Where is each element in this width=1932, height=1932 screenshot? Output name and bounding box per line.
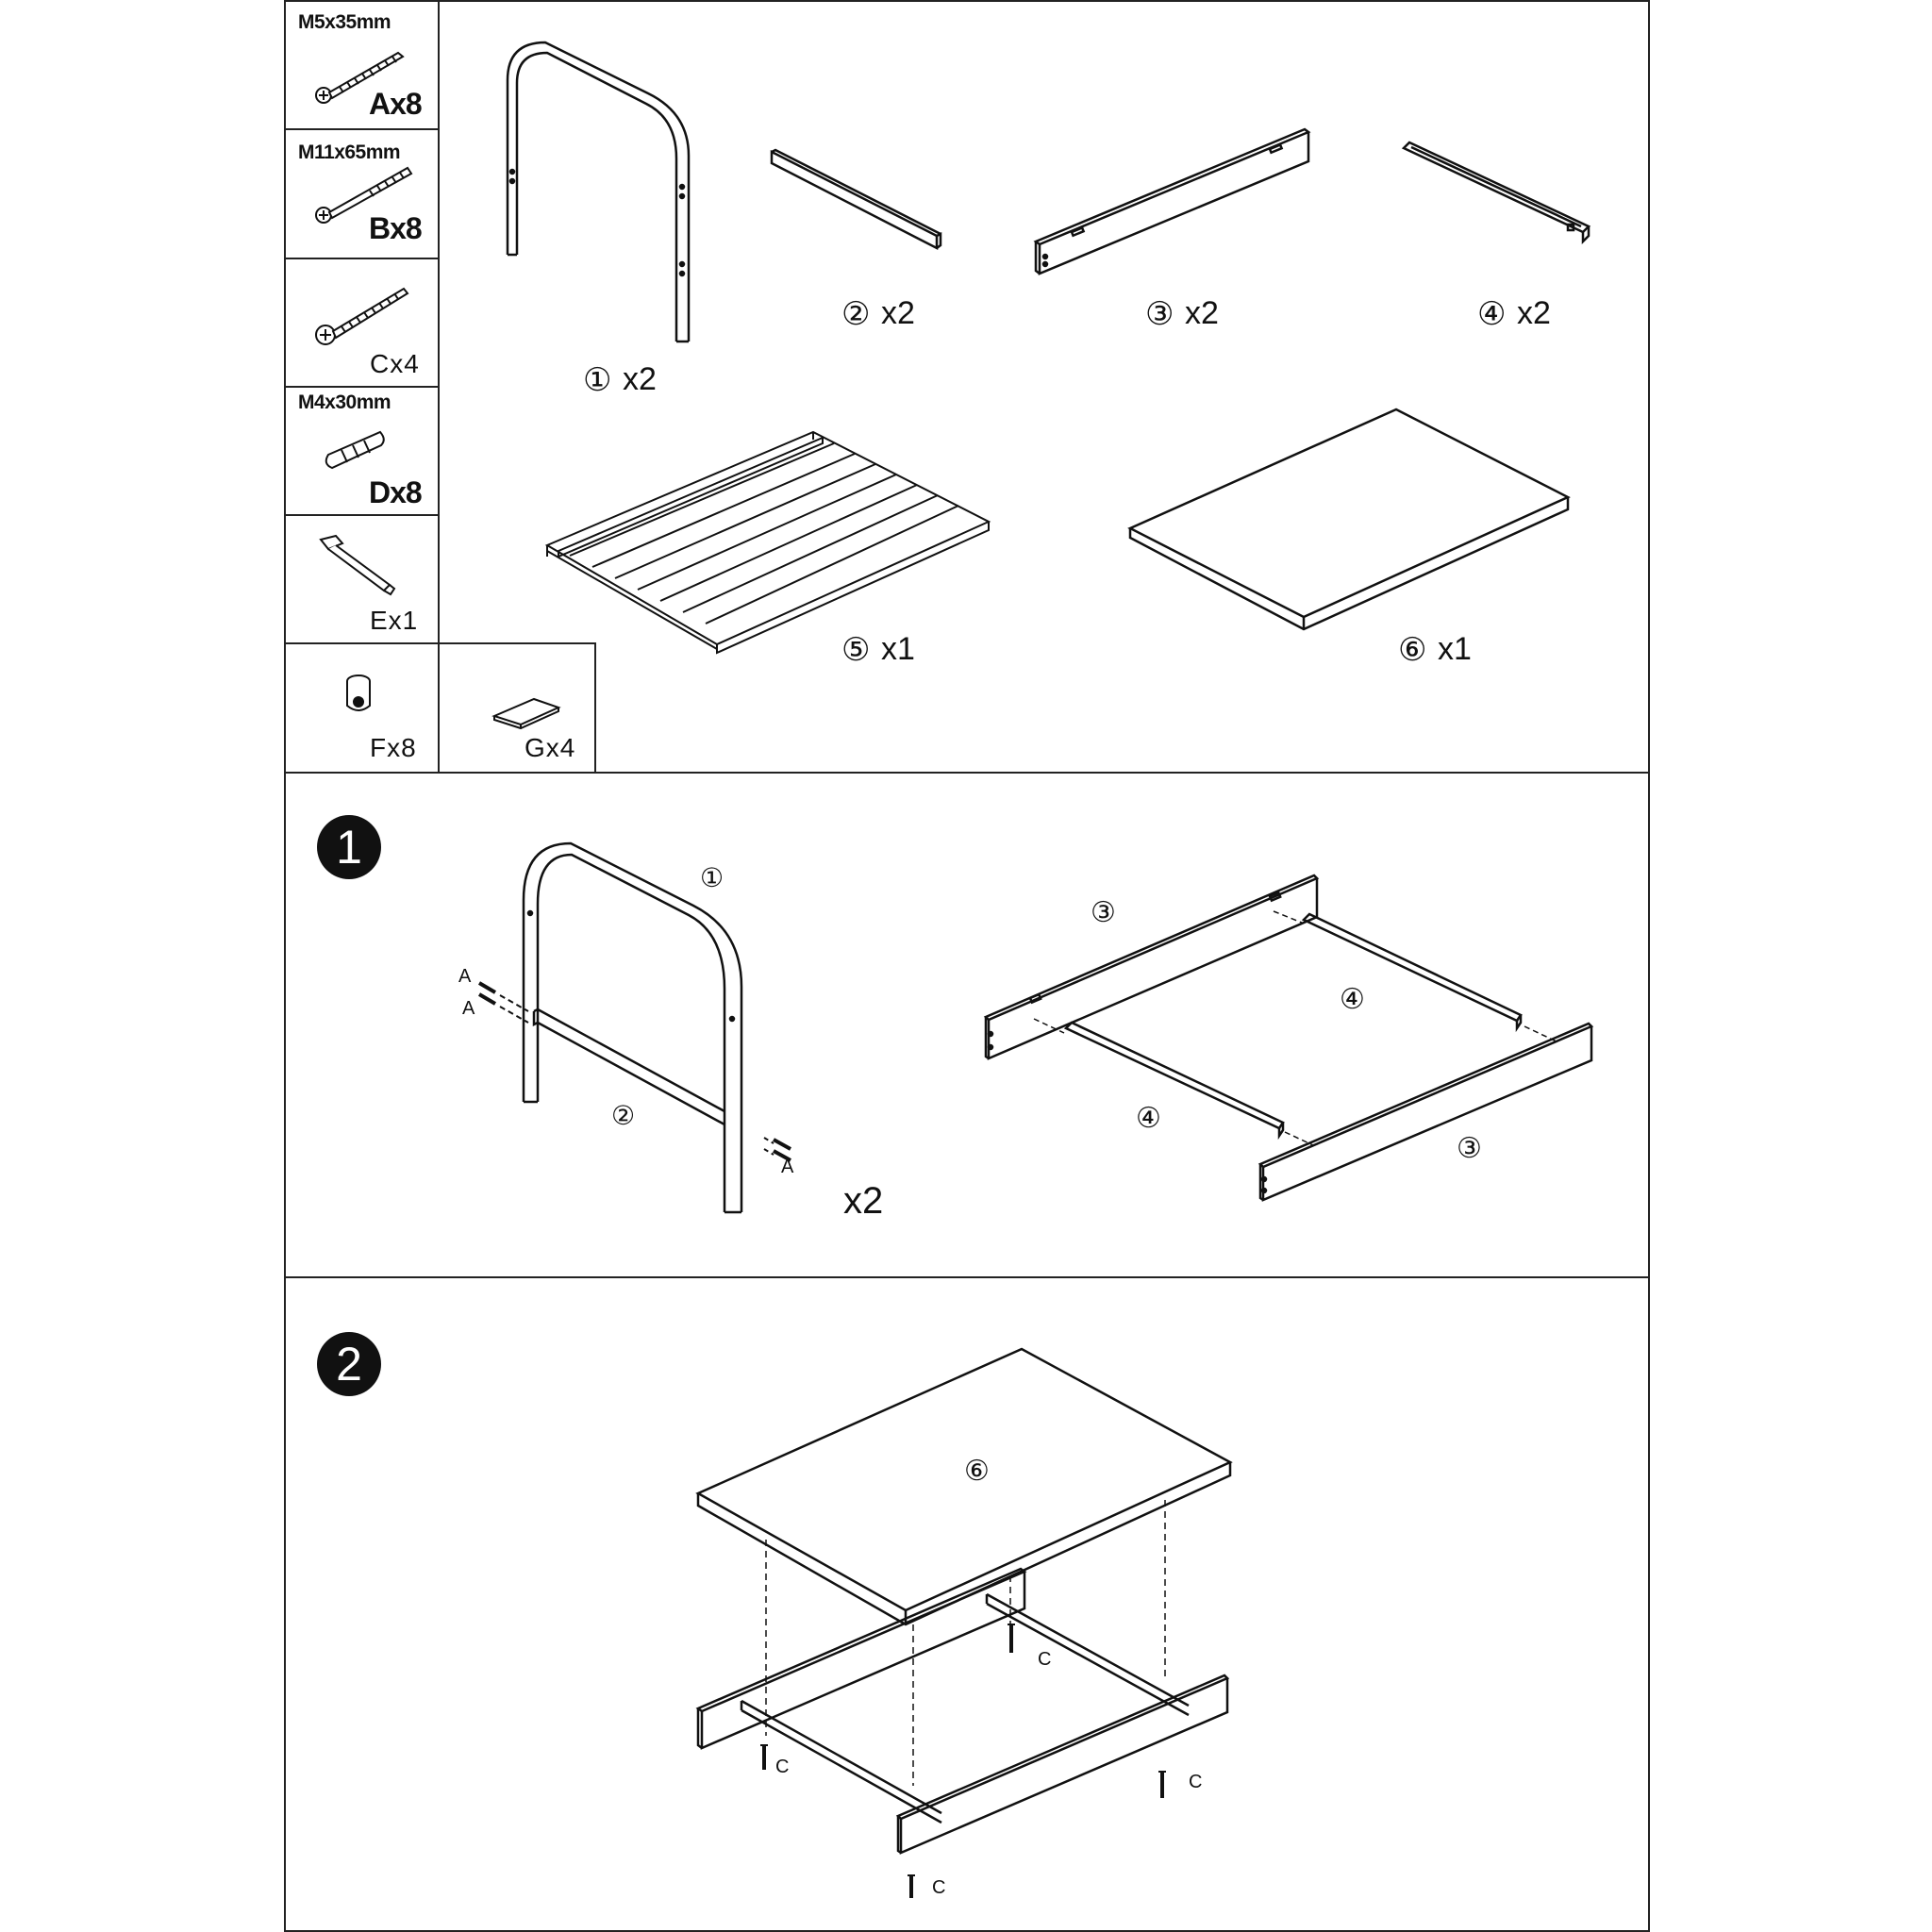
- screw-c-icon: [315, 287, 409, 345]
- step1-label-part3a: ③: [1091, 897, 1116, 928]
- hardware-b-spec: M11x65mm: [298, 142, 401, 163]
- hardware-e-qty: Ex1: [370, 606, 419, 635]
- felt-pad-g-icon: [491, 697, 561, 730]
- step2-screw-label-4: C: [932, 1877, 946, 1898]
- bolt-b-icon: [315, 166, 413, 224]
- part-6-count-num: ⑥: [1398, 632, 1427, 668]
- hardware-a-spec: M5x35mm: [298, 11, 391, 33]
- step1-screws-a: [477, 981, 791, 1162]
- hardware-a-qty: Ax8: [369, 87, 423, 121]
- dowel-d-icon: [325, 430, 385, 470]
- step2-label-part6: ⑥: [964, 1456, 990, 1487]
- step1-label-part2: ②: [611, 1101, 636, 1130]
- step2-screw-label-1: C: [1038, 1649, 1052, 1670]
- screw-a-icon: [315, 51, 405, 104]
- step1-screw-label-3: A: [781, 1157, 794, 1177]
- step2-screw-label-2: C: [775, 1757, 790, 1777]
- step1-screw-label-1: A: [458, 966, 472, 987]
- part-6-table-top: [1127, 408, 1571, 631]
- part-2-rail: [770, 148, 942, 251]
- part-3-side-board: [1033, 127, 1311, 275]
- part-2-count-num: ②: [841, 296, 871, 332]
- step2-table-top: [695, 1347, 1233, 1626]
- step2-guide-lines: [765, 1500, 1166, 1786]
- section-divider-2: [284, 1276, 1650, 1278]
- hardware-c-qty: Cx4: [370, 349, 420, 378]
- step1-label-part3b: ③: [1457, 1133, 1482, 1164]
- hardware-d-qty: Dx8: [369, 475, 423, 509]
- hardware-cell-a: [284, 0, 440, 130]
- hardware-b-qty: Bx8: [369, 211, 423, 245]
- part-1-count-num: ①: [583, 362, 612, 398]
- part-5-count-num: ⑤: [841, 632, 871, 668]
- hardware-f-qty: Fx8: [370, 733, 417, 762]
- part-5-count: x1: [881, 631, 915, 667]
- step1-repeat-count: x2: [843, 1180, 884, 1222]
- part-1-count: x2: [623, 361, 657, 397]
- part-3-count-num: ③: [1145, 296, 1174, 332]
- hardware-g-qty: Gx4: [525, 733, 576, 762]
- part-2-count: x2: [881, 295, 915, 331]
- part-4-count-num: ④: [1477, 296, 1507, 332]
- step-1-badge: 1: [317, 815, 381, 879]
- step1-label-part1: ①: [700, 863, 724, 892]
- allen-key-e-icon: [319, 534, 396, 596]
- step2-screws-c: [760, 1624, 1166, 1898]
- step1-frame-boards: [983, 874, 1594, 1202]
- step1-label-part4a: ④: [1340, 984, 1365, 1015]
- part-4-count: x2: [1517, 295, 1551, 331]
- instruction-sheet-frame: [284, 0, 1650, 1932]
- part-3-count: x2: [1185, 295, 1219, 331]
- step2-frame: [695, 1567, 1230, 1855]
- part-1-headboard-frame: [506, 41, 691, 343]
- hardware-d-spec: M4x30mm: [298, 391, 391, 413]
- step-2-badge: 2: [317, 1332, 381, 1396]
- cam-lock-f-icon: [346, 675, 371, 711]
- step1-screw-label-2: A: [462, 998, 475, 1019]
- step2-screw-label-3: C: [1189, 1772, 1203, 1792]
- part-5-slat-base: [544, 430, 991, 655]
- part-4-slat-support: [1401, 141, 1591, 245]
- part-6-count: x1: [1438, 631, 1472, 667]
- step1-headboard-assembly: [522, 841, 743, 1214]
- section-divider-1: [284, 772, 1650, 774]
- step1-label-part4b: ④: [1136, 1103, 1161, 1134]
